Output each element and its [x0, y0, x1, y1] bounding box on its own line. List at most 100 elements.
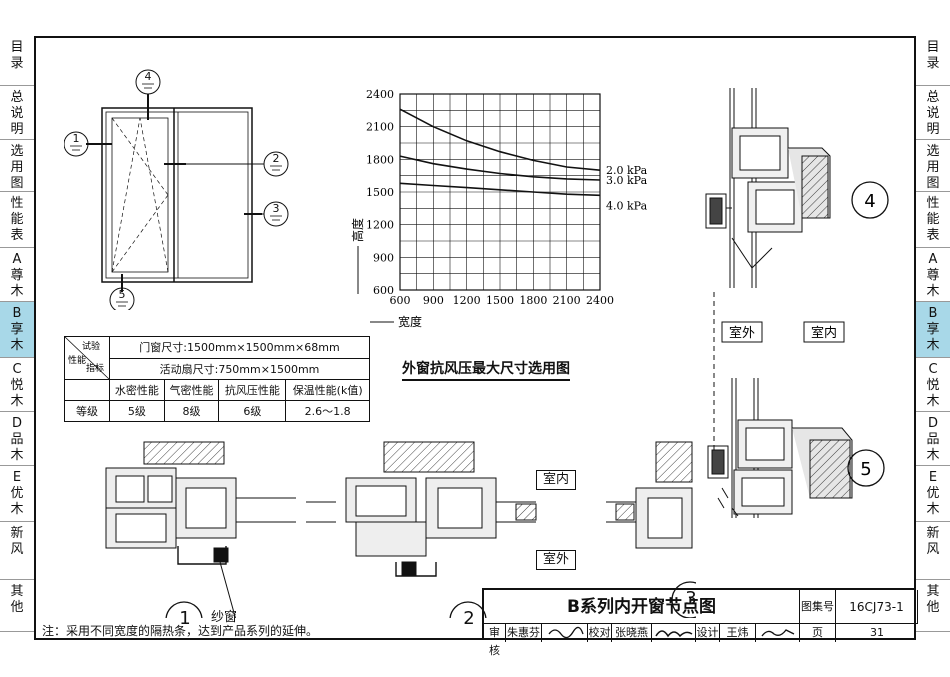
corner-label-test: 试验 [82, 340, 100, 352]
window-elevation: 1 4 2 3 5 [64, 69, 289, 310]
grade-wind: 6级 [218, 400, 287, 422]
x-tick-label-2: 1200 [453, 294, 481, 307]
label-indoor-bottom: 室内 [536, 470, 576, 490]
nav-tab-left-4[interactable]: A 尊 木 [0, 248, 34, 302]
x-tick-label-1: 900 [423, 294, 444, 307]
horizontal-section-details [105, 441, 696, 618]
series-label-0: 2.0 kPa [606, 164, 648, 177]
grade-insulation: 2.6～1.8 [285, 400, 370, 422]
header-watertight: 水密性能 [109, 379, 165, 401]
header-insulation: 保温性能(k值) [285, 379, 370, 401]
label-screen: 纱窗 [211, 610, 238, 625]
nav-tab-left-9[interactable]: 新 风 [0, 522, 34, 580]
nav-tab-right-5[interactable]: B 享 木 [916, 302, 950, 358]
atlas-label: 图集号 [800, 590, 836, 624]
header-wind: 抗风压性能 [218, 379, 287, 401]
x-tick-label-5: 2100 [553, 294, 581, 307]
grade-airtight: 8级 [163, 400, 220, 422]
label-outdoor-bottom: 室外 [536, 550, 576, 570]
nav-tab-left-1[interactable]: 总 说 明 [0, 86, 34, 140]
designer-label: 设计 [696, 624, 720, 642]
series-line-0 [399, 108, 601, 171]
callout-5-label: 5 [119, 288, 126, 301]
nav-tab-left-6[interactable]: C 悦 木 [0, 358, 34, 412]
label-indoor-right: 室内 [811, 325, 837, 341]
designer-signature [756, 624, 800, 642]
atlas-number: 16CJ73-1 [836, 590, 918, 624]
corner-label-index: 指标 [86, 362, 104, 374]
nav-tab-right-0[interactable]: 目 录 [916, 36, 950, 86]
corner-label-perf: 性能 [68, 354, 86, 366]
plot-border [399, 93, 601, 291]
nav-tab-right-8[interactable]: E 优 木 [916, 466, 950, 522]
nav-tab-right-10[interactable]: 其 他 [916, 580, 950, 632]
grade-watertight: 5级 [109, 400, 165, 422]
chart-title: 外窗抗风压最大尺寸选用图 [402, 358, 570, 381]
page-number: 31 [870, 626, 884, 639]
callout-3-label: 3 [273, 202, 280, 215]
callout-1-label: 1 [73, 132, 80, 145]
nav-tab-right-6[interactable]: C 悦 木 [916, 358, 950, 412]
y-tick-label-1: 900 [373, 251, 394, 264]
detail-2-number: 2 [463, 608, 475, 629]
x-tick-label-3: 1500 [486, 294, 514, 307]
y-tick-label-5: 2100 [366, 121, 394, 134]
callout-2-label: 2 [273, 152, 280, 165]
wind-pressure-chart: 600 900 1200 1500 1800 2100 2400 600 900 1200 1500… [350, 88, 648, 329]
designer-name: 王炜 [720, 624, 756, 642]
nav-tab-left-5[interactable]: B 享 木 [0, 302, 34, 358]
label-outdoor-right: 室外 [729, 325, 755, 341]
header-airtight: 气密性能 [163, 379, 220, 401]
nav-tab-right-1[interactable]: 总 说 明 [916, 86, 950, 140]
grade-label: 等级 [64, 400, 110, 422]
detail-1-number: 1 [179, 608, 191, 629]
y-tick-label-2: 1200 [366, 219, 394, 232]
nav-tab-left-10[interactable]: 其 他 [0, 580, 34, 632]
y-tick-label-4: 1800 [366, 153, 394, 166]
performance-table: 试验 指标 性能 门窗尺寸:1500mm×1500mm×68mm 活动扇尺寸:7… [64, 336, 370, 422]
title-block: B系列内开窗节点图 图集号 16CJ73-1 审核 朱惠芬 校对 张晓燕 设计 … [482, 588, 918, 657]
footnote: 注：采用不同宽度的隔热条，达到产品系列的延伸。 [42, 624, 319, 638]
checker-label: 校对 [588, 624, 612, 642]
detail-5-number: 5 [860, 459, 871, 480]
series-line-1 [399, 155, 601, 181]
series-label-1: 3.0 kPa [606, 174, 648, 187]
nav-tab-left-2[interactable]: 选 用 图 [0, 140, 34, 192]
reviewer-label: 审核 [484, 624, 506, 657]
drawing-title: B系列内开窗节点图 [484, 590, 800, 624]
series-label-2: 4.0 kPa [606, 199, 648, 212]
x-axis-label: 宽度 [398, 314, 422, 329]
y-tick-label-6: 2400 [366, 88, 394, 101]
y-tick-label-0: 600 [373, 284, 394, 297]
vertical-section-details: 4 5 室外 室内 [705, 88, 889, 518]
y-tick-label-3: 1500 [366, 186, 394, 199]
nav-tab-left-8[interactable]: E 优 木 [0, 466, 34, 522]
reviewer-signature [542, 624, 588, 642]
window-size: 门窗尺寸:1500mm×1500mm×68mm [109, 336, 370, 359]
nav-tab-right-3[interactable]: 性 能 表 [916, 192, 950, 248]
sash-size: 活动扇尺寸:750mm×1500mm [109, 357, 370, 380]
nav-tab-right-7[interactable]: D 品 木 [916, 412, 950, 466]
nav-tab-left-3[interactable]: 性 能 表 [0, 192, 34, 248]
drawing-sheet: 1 4 2 3 5 600 900 1200 1500 1800 2100 2400 600 9… [34, 36, 918, 657]
callout-4-label: 4 [145, 70, 152, 83]
checker-name: 张晓燕 [612, 624, 652, 642]
checker-signature [652, 624, 696, 642]
spacer-cell [64, 379, 110, 401]
series-line-2 [399, 182, 601, 197]
nav-tab-right-4[interactable]: A 尊 木 [916, 248, 950, 302]
x-tick-label-6: 2400 [586, 294, 614, 307]
x-tick-label-0: 600 [390, 294, 411, 307]
reviewer-name: 朱惠芬 [506, 624, 542, 642]
nav-tab-left-0[interactable]: 目 录 [0, 36, 34, 86]
detail-4-number: 4 [864, 191, 875, 212]
y-axis-label: 高度 [350, 218, 365, 242]
detail-3-number: 3 [685, 588, 697, 609]
nav-tab-right-2[interactable]: 选 用 图 [916, 140, 950, 192]
x-tick-label-4: 1800 [519, 294, 547, 307]
nav-tab-right-9[interactable]: 新 风 [916, 522, 950, 580]
page-label: 页 [800, 624, 836, 642]
nav-tab-left-7[interactable]: D 品 木 [0, 412, 34, 466]
